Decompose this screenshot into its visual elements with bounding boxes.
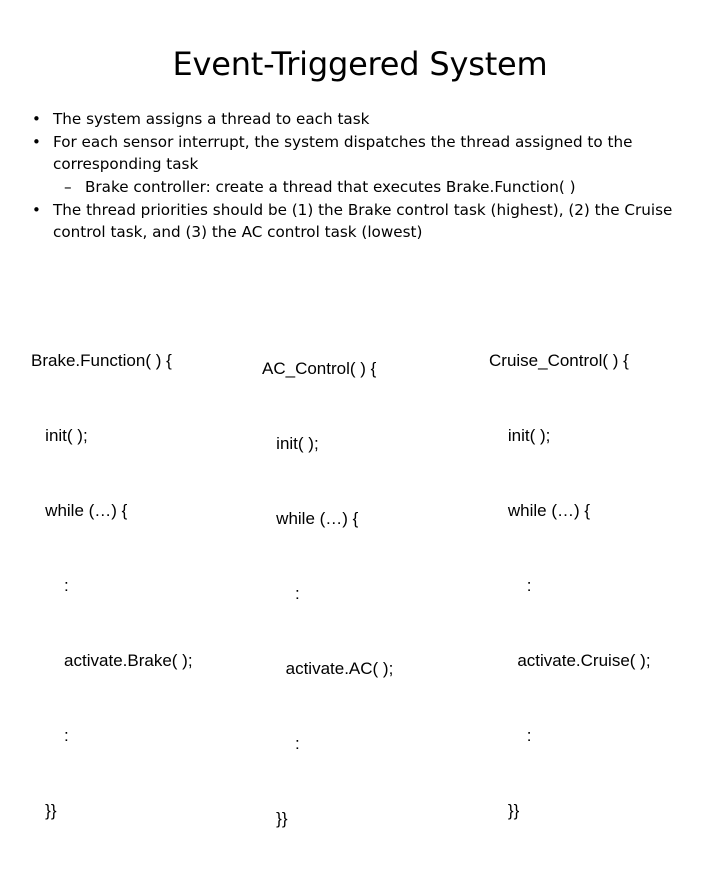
code-line: : bbox=[262, 734, 300, 753]
code-line: }} bbox=[262, 809, 288, 828]
list-item: • For each sensor interrupt, the system … bbox=[28, 131, 700, 175]
sub-list-item-text: Brake controller: create a thread that e… bbox=[85, 178, 576, 196]
code-line: activate.AC( ); bbox=[262, 659, 394, 678]
ac-control-code-block: AC_Control( ) { init( ); while (…) { : a… bbox=[262, 306, 393, 881]
list-item: • The system assigns a thread to each ta… bbox=[28, 108, 700, 130]
code-line: init( ); bbox=[31, 426, 88, 445]
code-line: : bbox=[262, 584, 300, 603]
code-line: activate.Brake( ); bbox=[31, 651, 193, 670]
code-line: Cruise_Control( ) { bbox=[489, 351, 629, 370]
bullet-list: • The system assigns a thread to each ta… bbox=[28, 108, 700, 244]
slide-canvas: Event-Triggered System • The system assi… bbox=[28, 45, 700, 828]
bullet-marker-icon: • bbox=[32, 201, 41, 219]
sub-list-item: – Brake controller: create a thread that… bbox=[28, 176, 700, 198]
code-line: : bbox=[489, 726, 532, 745]
code-line: activate.Cruise( ); bbox=[489, 651, 651, 670]
code-line: : bbox=[489, 576, 532, 595]
page-title: Event-Triggered System bbox=[172, 45, 548, 83]
code-line: init( ); bbox=[489, 426, 551, 445]
code-line: : bbox=[31, 726, 69, 745]
list-item-text: The thread priorities should be (1) the … bbox=[53, 201, 673, 241]
code-line: }} bbox=[489, 801, 520, 820]
code-line: }} bbox=[31, 801, 57, 820]
code-line: while (…) { bbox=[489, 501, 591, 520]
list-item-text: For each sensor interrupt, the system di… bbox=[53, 133, 633, 173]
code-line: init( ); bbox=[262, 434, 319, 453]
dash-marker-icon: – bbox=[64, 178, 72, 196]
list-item-text: The system assigns a thread to each task bbox=[53, 110, 370, 128]
code-line: : bbox=[31, 576, 69, 595]
brake-function-code-block: Brake.Function( ) { init( ); while (…) {… bbox=[31, 298, 193, 873]
bullet-marker-icon: • bbox=[32, 133, 41, 151]
code-line: Brake.Function( ) { bbox=[31, 351, 172, 370]
bullet-marker-icon: • bbox=[32, 110, 41, 128]
code-line: while (…) { bbox=[31, 501, 128, 520]
cruise-control-code-block: Cruise_Control( ) { init( ); while (…) {… bbox=[489, 298, 651, 873]
list-item: • The thread priorities should be (1) th… bbox=[28, 199, 700, 243]
code-line: AC_Control( ) { bbox=[262, 359, 377, 378]
code-line: while (…) { bbox=[262, 509, 359, 528]
